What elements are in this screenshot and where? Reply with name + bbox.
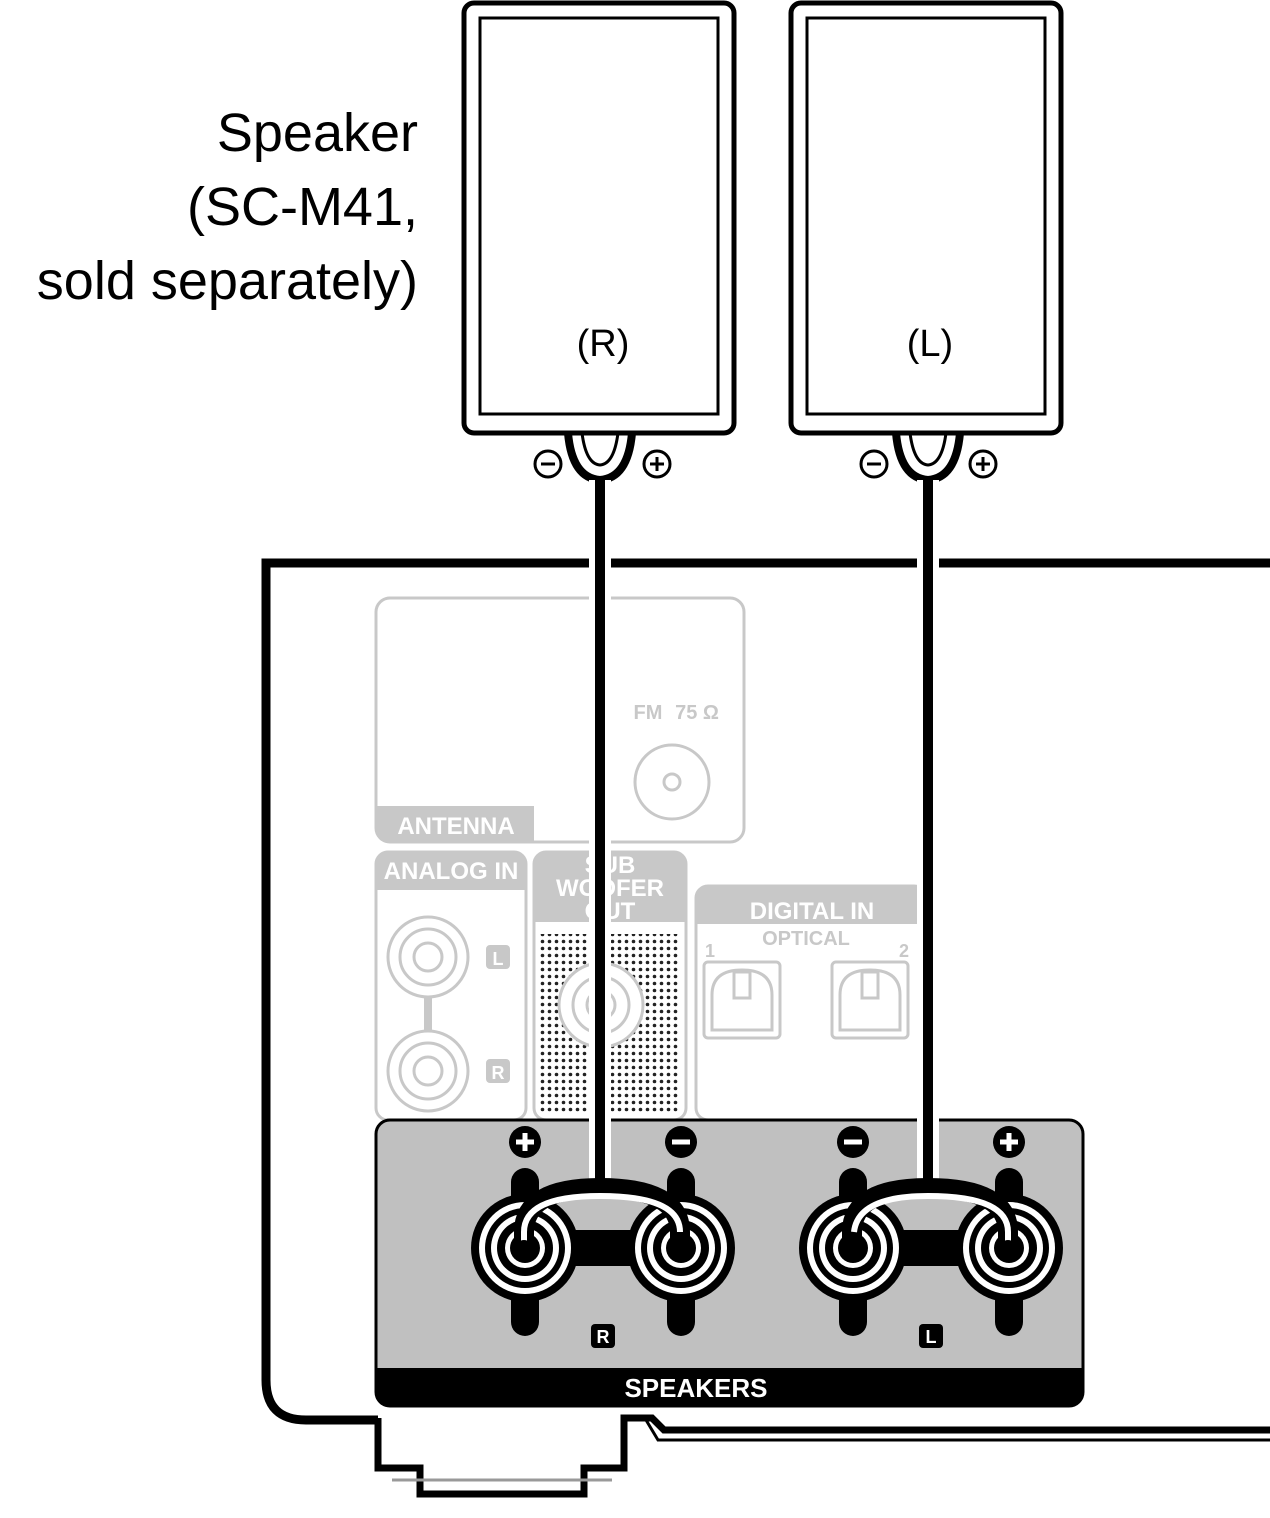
speaker-cable-right (514, 480, 690, 1256)
speaker-left-label: (L) (907, 323, 953, 365)
optical-port-1 (702, 960, 782, 1040)
speaker-right: (R) (461, 0, 737, 485)
analog-in-label: ANALOG IN (384, 858, 519, 885)
speaker-caption: Speaker (SC-M41, sold separately) (37, 96, 418, 318)
terminal-l-minus (799, 1194, 907, 1302)
digital-in-label: DIGITAL IN (750, 898, 874, 925)
fm-label: FM (634, 702, 663, 724)
plus-terminal-icon (993, 1126, 1025, 1158)
plus-symbol-icon (642, 449, 672, 479)
analog-jack-l (386, 915, 470, 999)
analog-jack-r (386, 1029, 470, 1113)
analog-r-label: R (492, 1063, 505, 1083)
speaker-cable-left (842, 480, 1018, 1256)
analog-in-section: ANALOG IN L R (374, 850, 528, 1122)
speaker-right-label: (R) (577, 323, 630, 365)
speakers-label: SPEAKERS (624, 1373, 767, 1403)
minus-terminal-icon (665, 1126, 697, 1158)
optical-label: OPTICAL (762, 928, 850, 950)
minus-symbol-icon (533, 449, 563, 479)
caption-line-3: sold separately) (36, 251, 418, 311)
channel-r-label: R (597, 1327, 610, 1347)
antenna-section: ANTENNA FM 75 Ω (374, 596, 746, 844)
minus-symbol-icon (859, 449, 889, 479)
caption-line-2: (SC-M41, (186, 177, 418, 237)
minus-terminal-icon (837, 1126, 869, 1158)
caption-line-1: Speaker (216, 103, 418, 163)
terminal-r-minus (627, 1194, 735, 1302)
optical-2-label: 2 (899, 941, 909, 961)
optical-port-2 (830, 960, 910, 1040)
digital-in-section: DIGITAL IN OPTICAL 1 2 (694, 884, 928, 1122)
speaker-left: (L) (788, 0, 1064, 485)
speaker-terminal-panel: SPEAKERS (374, 1118, 1085, 1408)
plus-terminal-icon (509, 1126, 541, 1158)
antenna-label: ANTENNA (397, 813, 514, 840)
analog-l-label: L (493, 949, 504, 969)
optical-1-label: 1 (705, 941, 715, 961)
plus-symbol-icon (968, 449, 998, 479)
channel-l-label: L (926, 1327, 937, 1347)
fm-impedance-label: 75 Ω (675, 702, 719, 724)
receiver-chassis (261, 558, 1270, 1498)
